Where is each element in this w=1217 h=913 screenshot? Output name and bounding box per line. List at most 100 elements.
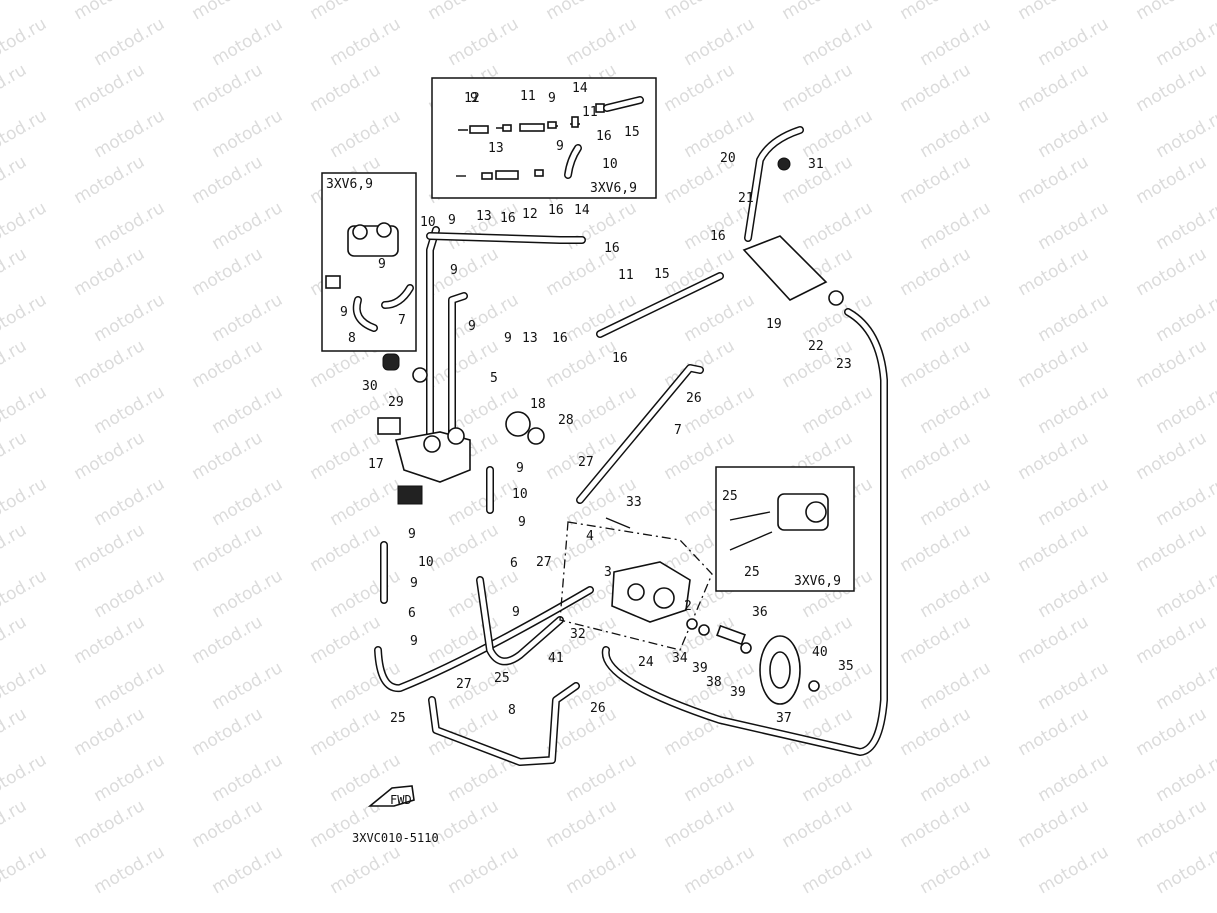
- part-callout-9: 9: [450, 263, 458, 278]
- part-callout-36: 36: [752, 605, 768, 620]
- watermark-text: motod.ru: [661, 60, 739, 116]
- watermark-text: motod.ru: [307, 0, 385, 24]
- watermark-text: motod.ru: [209, 106, 287, 162]
- watermark-text: motod.ru: [91, 290, 169, 346]
- part-callout-38: 38: [706, 675, 722, 690]
- watermark-text: motod.ru: [189, 0, 267, 24]
- watermark-text: motod.ru: [71, 428, 149, 484]
- watermark-text: motod.ru: [799, 842, 877, 898]
- part-callout-30: 30: [362, 379, 378, 394]
- watermark-text: motod.ru: [307, 704, 385, 760]
- watermark-text: motod.ru: [1133, 612, 1211, 668]
- watermark-text: motod.ru: [799, 106, 877, 162]
- watermark-text: motod.ru: [1153, 474, 1217, 530]
- watermark-text: motod.ru: [661, 0, 739, 24]
- part-callout-9: 9: [340, 305, 348, 320]
- watermark-text: motod.ru: [1133, 796, 1211, 852]
- watermark-text: motod.ru: [91, 842, 169, 898]
- part-callout-9: 9: [516, 461, 524, 476]
- watermark-text: motod.ru: [209, 290, 287, 346]
- watermark-text: motod.ru: [0, 382, 50, 438]
- part-callout-7: 7: [674, 423, 682, 438]
- watermark-text: motod.ru: [1035, 474, 1113, 530]
- watermark-text: motod.ru: [91, 14, 169, 70]
- watermark-text: motod.ru: [779, 60, 857, 116]
- part-callout-20: 20: [720, 151, 736, 166]
- part-callout-21: 21: [738, 191, 754, 206]
- part-callout-3: 3: [604, 565, 612, 580]
- watermark-text: motod.ru: [543, 0, 621, 24]
- inset-box-top-title: 3XV6,9: [590, 181, 637, 196]
- watermark-text: motod.ru: [445, 198, 523, 254]
- watermark-text: motod.ru: [189, 796, 267, 852]
- part-callout-35: 35: [838, 659, 854, 674]
- watermark-text: motod.ru: [327, 14, 405, 70]
- inset-box-right: 3XV6,9: [715, 466, 855, 592]
- watermark-text: motod.ru: [1133, 336, 1211, 392]
- watermark-text: motod.ru: [1153, 566, 1217, 622]
- watermark-text: motod.ru: [307, 60, 385, 116]
- part-callout-8: 8: [348, 331, 356, 346]
- watermark-text: motod.ru: [307, 520, 385, 576]
- watermark-text: motod.ru: [0, 796, 30, 852]
- watermark-text: motod.ru: [1035, 750, 1113, 806]
- watermark-text: motod.ru: [189, 704, 267, 760]
- pulley-assembly: [686, 618, 820, 705]
- watermark-text: motod.ru: [799, 750, 877, 806]
- watermark-text: motod.ru: [917, 290, 995, 346]
- part-callout-40: 40: [812, 645, 828, 660]
- part-callout-6: 6: [510, 556, 518, 571]
- watermark-text: motod.ru: [91, 106, 169, 162]
- watermark-text: motod.ru: [897, 336, 975, 392]
- watermark-text: motod.ru: [1035, 106, 1113, 162]
- part-callout-13: 13: [522, 331, 538, 346]
- watermark-text: motod.ru: [0, 704, 30, 760]
- watermark-text: motod.ru: [189, 336, 267, 392]
- watermark-text: motod.ru: [681, 750, 759, 806]
- watermark-text: motod.ru: [1153, 14, 1217, 70]
- watermark-text: motod.ru: [917, 106, 995, 162]
- watermark-text: motod.ru: [1133, 520, 1211, 576]
- part-callout-9: 9: [470, 91, 478, 106]
- part-callout-39: 39: [692, 661, 708, 676]
- watermark-text: motod.ru: [1035, 658, 1113, 714]
- part-callout-23: 23: [836, 357, 852, 372]
- watermark-text: motod.ru: [1035, 14, 1113, 70]
- part-callout-39: 39: [730, 685, 746, 700]
- part-callout-9: 9: [408, 527, 416, 542]
- watermark-text: motod.ru: [563, 842, 641, 898]
- part-callout-32: 32: [570, 627, 586, 642]
- part-callout-25: 25: [494, 671, 510, 686]
- watermark-text: motod.ru: [0, 520, 30, 576]
- part-callout-17: 17: [368, 457, 384, 472]
- watermark-text: motod.ru: [897, 0, 975, 24]
- part-callout-27: 27: [456, 677, 472, 692]
- watermark-text: motod.ru: [327, 474, 405, 530]
- watermark-text: motod.ru: [209, 474, 287, 530]
- watermark-text: motod.ru: [1153, 842, 1217, 898]
- watermark-text: motod.ru: [917, 566, 995, 622]
- part-callout-4: 4: [586, 529, 594, 544]
- watermark-text: motod.ru: [799, 198, 877, 254]
- watermark-text: motod.ru: [543, 796, 621, 852]
- watermark-text: motod.ru: [71, 612, 149, 668]
- watermark-text: motod.ru: [327, 842, 405, 898]
- watermark-text: motod.ru: [1015, 520, 1093, 576]
- watermark-text: motod.ru: [917, 658, 995, 714]
- part-callout-25: 25: [722, 489, 738, 504]
- part-callout-16: 16: [710, 229, 726, 244]
- watermark-text: motod.ru: [91, 382, 169, 438]
- part-callout-28: 28: [558, 413, 574, 428]
- watermark-text: motod.ru: [209, 750, 287, 806]
- watermark-text: motod.ru: [1153, 750, 1217, 806]
- part-callout-26: 26: [686, 391, 702, 406]
- watermark-text: motod.ru: [1015, 244, 1093, 300]
- watermark-text: motod.ru: [0, 566, 50, 622]
- watermark-text: motod.ru: [1015, 0, 1093, 24]
- watermark-text: motod.ru: [897, 520, 975, 576]
- watermark-text: motod.ru: [1133, 704, 1211, 760]
- part-callout-13: 13: [488, 141, 504, 156]
- inset-box-right-title: 3XV6,9: [794, 574, 841, 589]
- watermark-text: motod.ru: [1015, 60, 1093, 116]
